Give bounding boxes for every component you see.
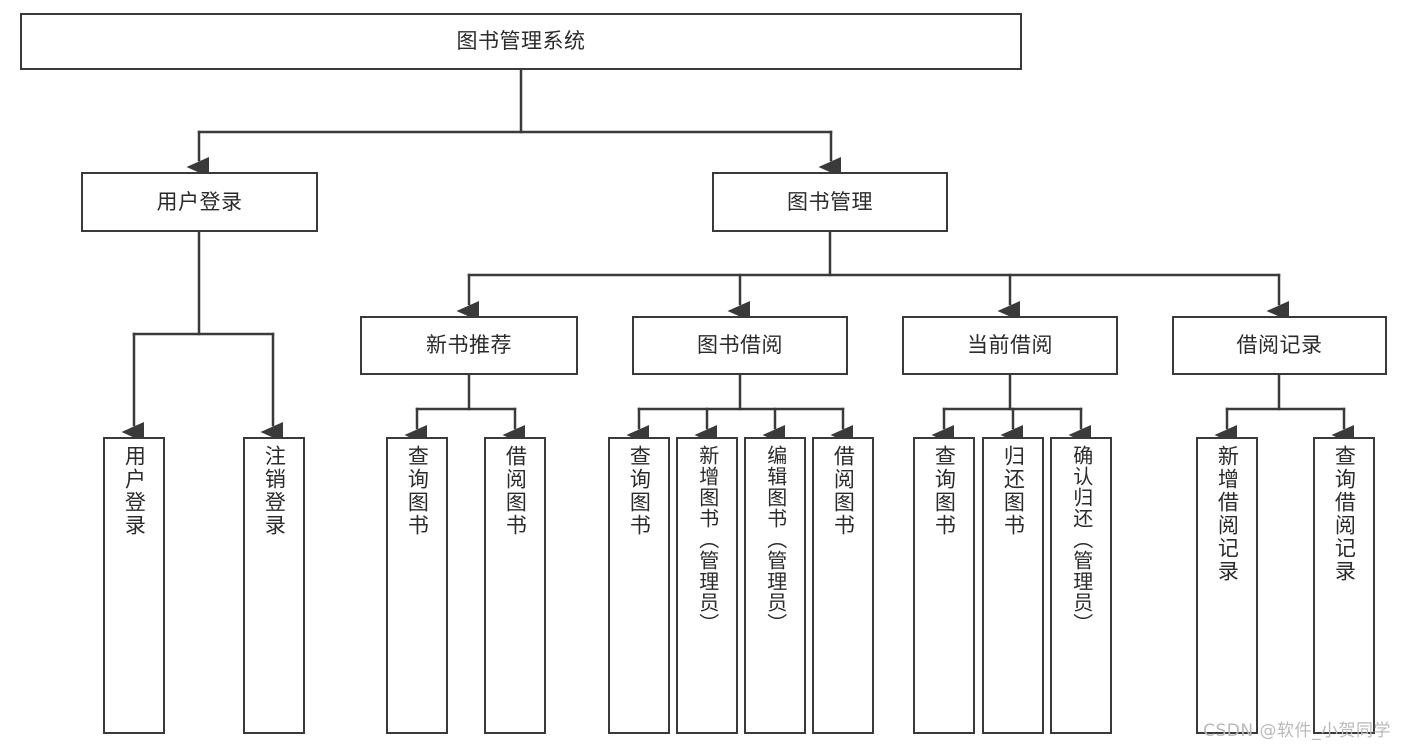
watermark-text: CSDN @软件_小贺同学 [1203,721,1391,741]
node-user-login[interactable]: 用户登录 [81,172,318,232]
leaf-borrow-book[interactable]: 借阅图书 [812,437,874,734]
node-book-borrow-label: 图书借阅 [697,333,783,358]
leaf-add-book[interactable]: 新增图书（管理员） [676,437,738,734]
leaf-query-book-borrow-label: 查询图书 [627,445,652,537]
leaf-confirm-return[interactable]: 确认归还（管理员） [1050,437,1112,734]
leaf-user-login[interactable]: 用户登录 [103,437,165,734]
node-current-borrow[interactable]: 当前借阅 [902,316,1118,375]
leaf-query-book-rec-label: 查询图书 [405,445,430,537]
node-user-login-label: 用户登录 [156,189,243,214]
node-root[interactable]: 图书管理系统 [20,13,1022,70]
leaf-query-record-label: 查询借阅记录 [1332,445,1357,583]
leaf-edit-book[interactable]: 编辑图书（管理员） [744,437,806,734]
node-root-label: 图书管理系统 [456,29,586,54]
leaf-add-record-label: 新增借阅记录 [1215,445,1240,583]
leaf-borrow-book-label: 借阅图书 [831,445,856,537]
leaf-return-book[interactable]: 归还图书 [982,437,1044,734]
leaf-confirm-return-label: 确认归还（管理员） [1069,445,1094,634]
node-book-manage[interactable]: 图书管理 [712,172,948,232]
node-book-manage-label: 图书管理 [787,189,873,214]
node-new-book-rec[interactable]: 新书推荐 [360,316,578,375]
leaf-logout[interactable]: 注销登录 [243,437,305,734]
leaf-add-book-label: 新增图书（管理员） [695,445,720,634]
leaf-query-record[interactable]: 查询借阅记录 [1313,437,1375,734]
leaf-edit-book-label: 编辑图书（管理员） [763,445,788,634]
leaf-query-book-current[interactable]: 查询图书 [913,437,975,734]
leaf-borrow-book-rec[interactable]: 借阅图书 [484,437,546,734]
node-book-borrow[interactable]: 图书借阅 [632,316,848,375]
node-borrow-record-label: 借阅记录 [1236,333,1323,358]
leaf-logout-label: 注销登录 [262,445,287,537]
leaf-query-book-rec[interactable]: 查询图书 [386,437,448,734]
node-borrow-record[interactable]: 借阅记录 [1172,316,1387,375]
node-current-borrow-label: 当前借阅 [967,333,1053,358]
leaf-add-record[interactable]: 新增借阅记录 [1196,437,1258,734]
leaf-borrow-book-rec-label: 借阅图书 [503,445,528,537]
leaf-return-book-label: 归还图书 [1001,445,1026,537]
leaf-user-login-label: 用户登录 [122,445,147,537]
leaf-query-book-borrow[interactable]: 查询图书 [608,437,670,734]
leaf-query-book-current-label: 查询图书 [932,445,957,537]
node-new-book-rec-label: 新书推荐 [426,333,512,358]
